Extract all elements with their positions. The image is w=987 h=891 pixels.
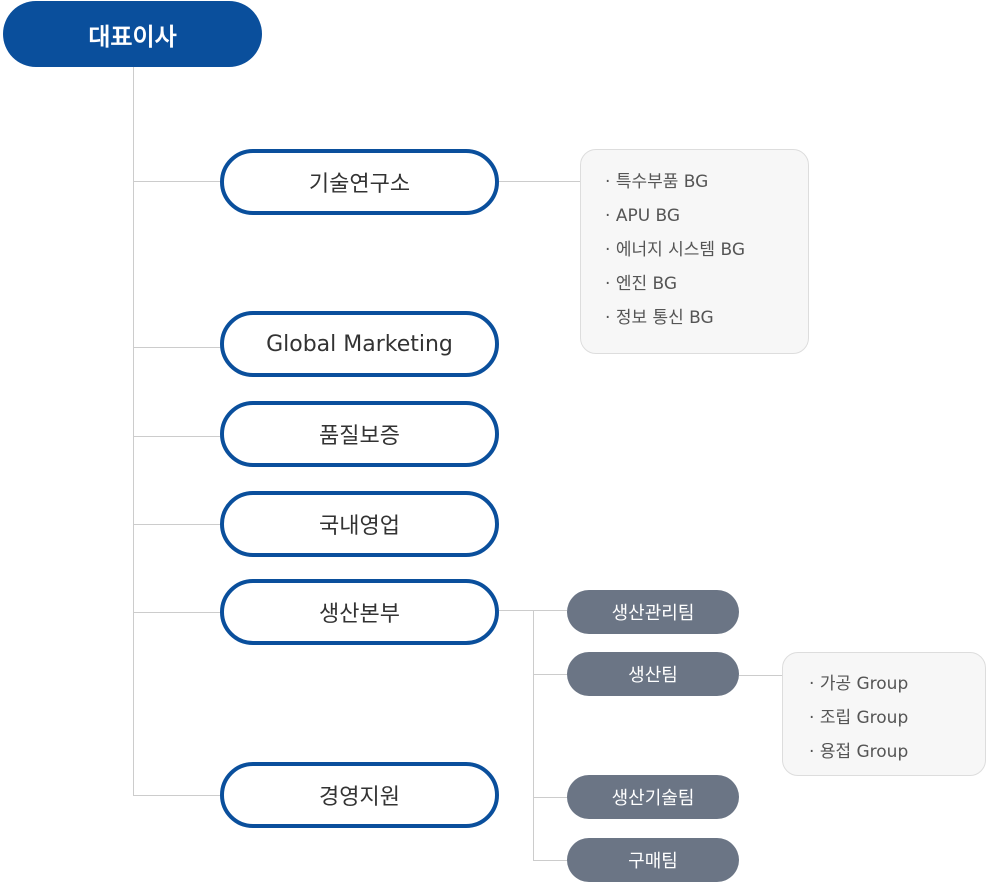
dept-domestic-sales: 국내영업 [220,491,499,557]
dept-research: 기술연구소 [220,149,499,215]
team-line-purchase [533,860,567,861]
branch-line-marketing [133,347,220,348]
list-item: 에너지 시스템 BG [605,236,808,270]
dept-management: 경영지원 [220,762,499,828]
team-purchase: 구매팀 [567,838,739,882]
branch-line-research [133,181,220,182]
production-team-trunk [533,610,534,861]
branch-line-production [133,612,220,613]
list-item: 용접 Group [809,738,985,772]
team-line-tech [533,797,567,798]
list-item: 엔진 BG [605,270,808,304]
team-line-production [533,674,567,675]
production-groups-box: 가공 Group 조립 Group 용접 Group [782,652,986,776]
research-units-box: 특수부품 BG APU BG 에너지 시스템 BG 엔진 BG 정보 통신 BG [580,149,809,354]
team-production: 생산팀 [567,652,739,696]
list-item: APU BG [605,202,808,236]
branch-line-management [133,795,220,796]
dept-quality: 품질보증 [220,401,499,467]
dept-production: 생산본부 [220,579,499,645]
list-item: 가공 Group [809,670,985,704]
list-item: 정보 통신 BG [605,304,808,338]
list-item: 특수부품 BG [605,168,808,202]
ceo-node: 대표이사 [3,1,262,67]
ceo-trunk-line [133,67,134,795]
team-production-management: 생산관리팀 [567,590,739,634]
list-item: 조립 Group [809,704,985,738]
dept-global-marketing: Global Marketing [220,311,499,377]
research-info-line [499,181,581,182]
branch-line-sales [133,524,220,525]
groups-info-line [739,675,783,676]
branch-line-quality [133,436,220,437]
team-production-tech: 생산기술팀 [567,775,739,819]
